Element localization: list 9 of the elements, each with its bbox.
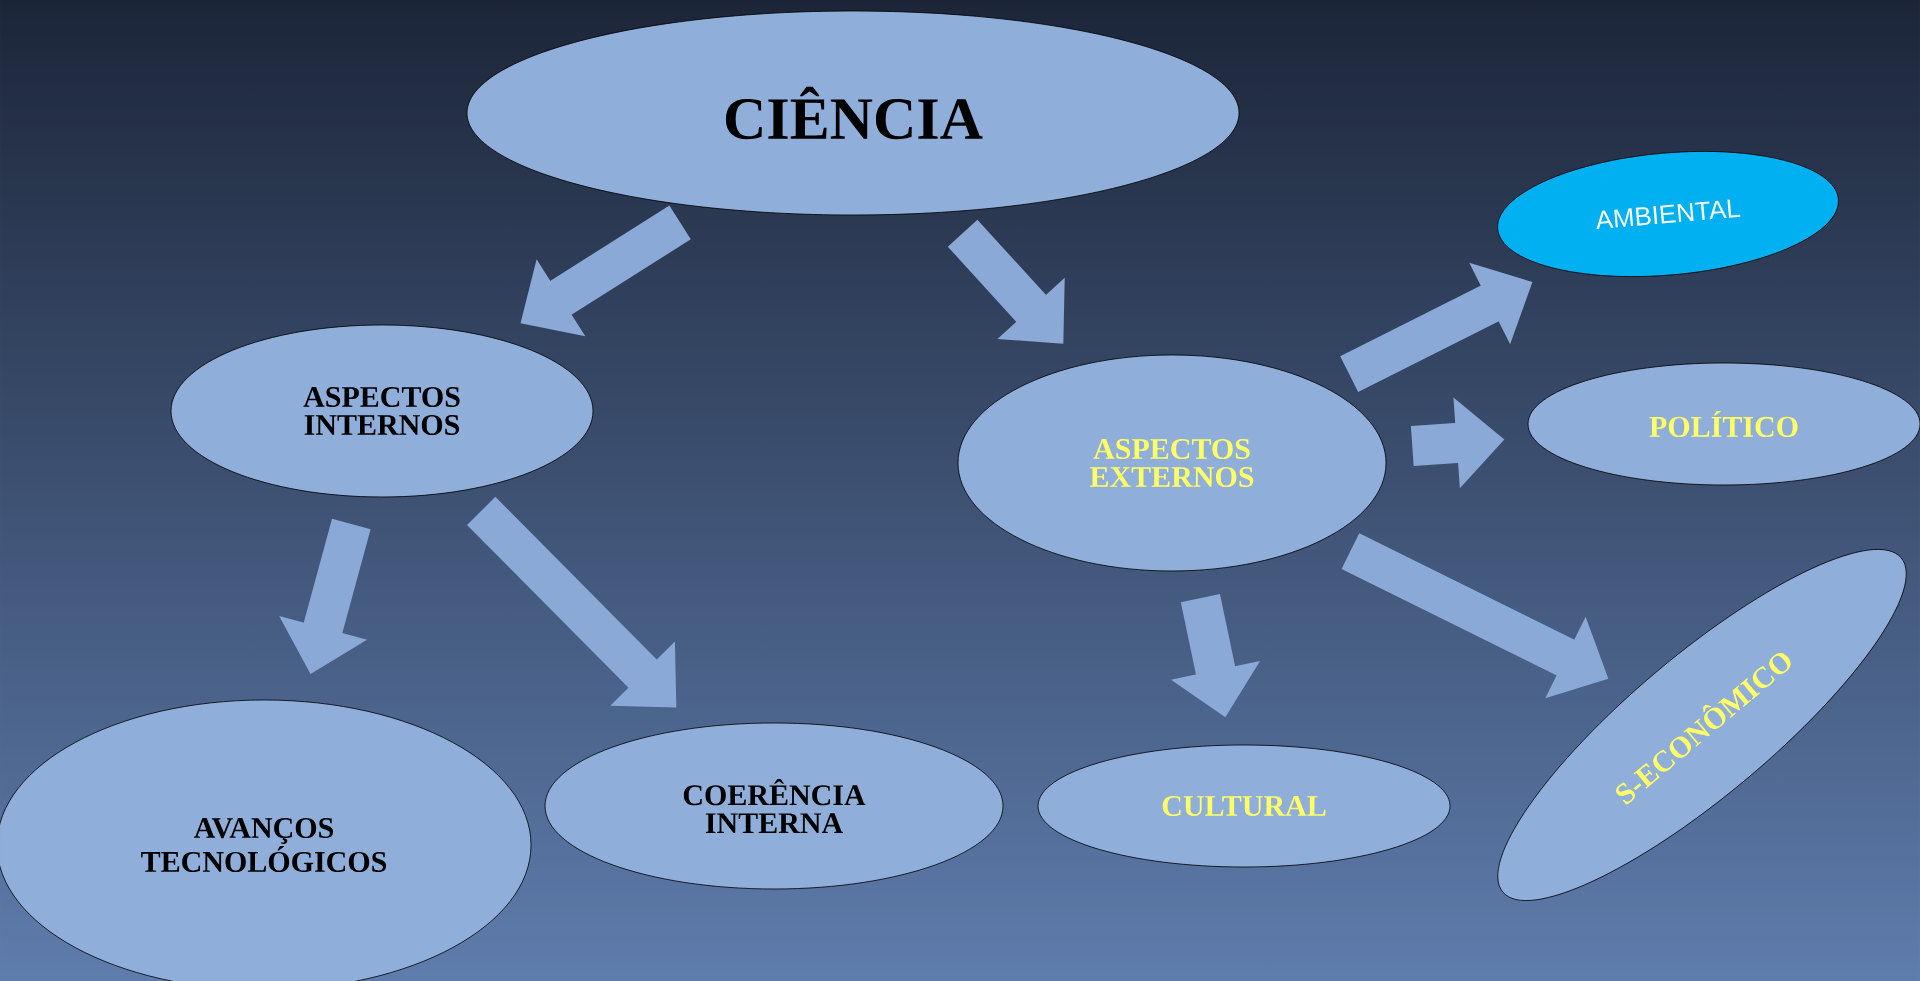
ellipse-node: ASPECTOS INTERNOS <box>170 324 594 498</box>
ellipse-node: ASPECTOS EXTERNOS <box>957 354 1387 572</box>
block-arrow <box>947 219 1065 344</box>
ellipse-node: POLÍTICO <box>1527 362 1920 486</box>
ellipse-node: CULTURAL <box>1037 744 1451 868</box>
ellipse-node: COERÊNCIA INTERNA <box>544 722 1004 890</box>
block-arrow <box>467 496 677 708</box>
ellipse-node: AVANÇOS TECNOLÓGICOS <box>0 699 532 981</box>
ellipse-node: CIÊNCIA <box>466 10 1240 216</box>
